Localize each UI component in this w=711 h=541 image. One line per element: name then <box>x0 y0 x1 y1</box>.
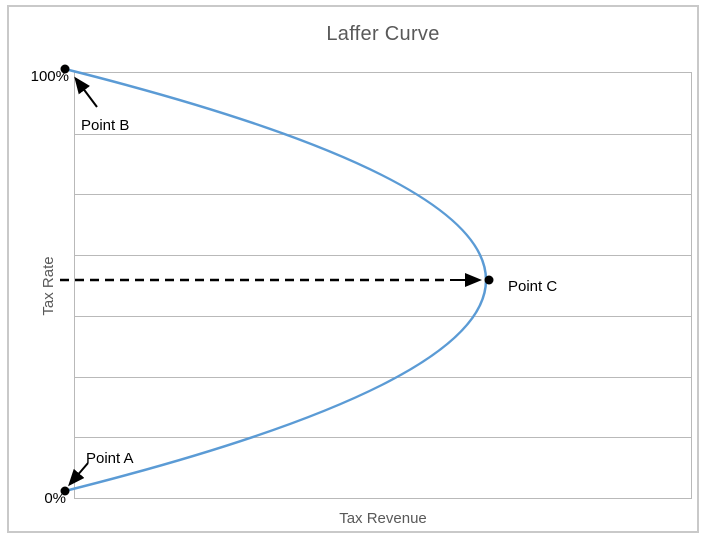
x-axis-title: Tax Revenue <box>339 510 427 527</box>
gridline <box>75 194 691 196</box>
gridline <box>75 133 691 135</box>
plot-area <box>74 72 692 499</box>
point-a-label: Point A <box>86 450 134 467</box>
gridline <box>75 437 691 439</box>
gridline <box>75 376 691 378</box>
y-tick-100: 100% <box>30 68 69 85</box>
chart-title: Laffer Curve <box>326 23 440 45</box>
y-tick-0: 0% <box>44 490 66 507</box>
point-c-label: Point C <box>508 278 558 295</box>
point-b-label: Point B <box>81 117 130 134</box>
gridline <box>75 315 691 317</box>
chart-frame: Laffer Curve 100% 0% Tax Rate Tax Revenu… <box>7 5 699 533</box>
y-axis-title: Tax Rate <box>40 256 57 316</box>
gridline <box>75 255 691 257</box>
